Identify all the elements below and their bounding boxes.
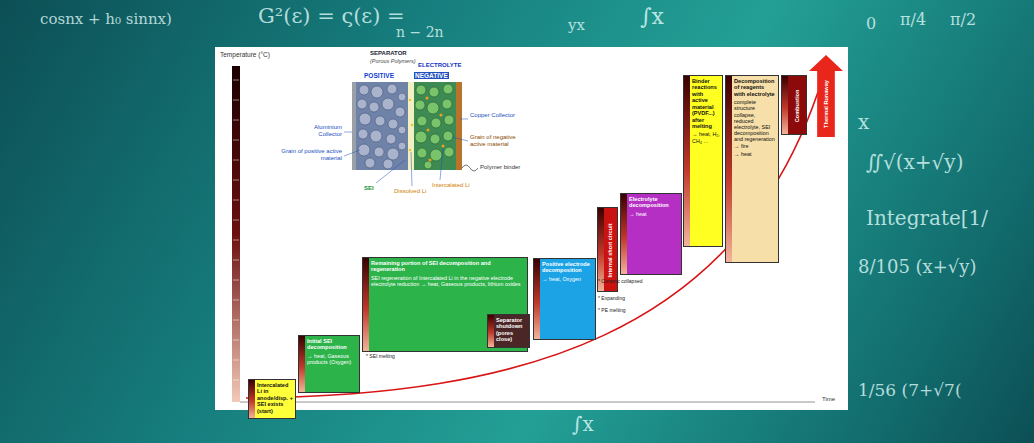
chalkboard-formula: n − 2n — [396, 24, 444, 40]
part-label: Grain of positive active material — [276, 148, 342, 161]
stage-title: Decomposition of reagents with electroly… — [734, 78, 776, 97]
chalkboard-formula: yx — [568, 16, 585, 34]
chalkboard-formula: cosnx + h₀ sinnx) — [40, 10, 172, 28]
axis-ticks — [233, 80, 239, 380]
part-label: NEGATIVE — [414, 72, 449, 79]
part-label: (Porous Polymers) — [370, 58, 416, 64]
part-label: Intercalated Li — [432, 182, 472, 189]
chalkboard-formula: ∫x — [572, 412, 594, 436]
part-label: Aluminium Collector — [290, 124, 342, 137]
stage-detail: → heat, Gaseous products (Oxygen) — [307, 353, 357, 365]
chalkboard-formula: x — [858, 110, 869, 134]
part-label: Time — [822, 396, 835, 403]
part-label: * PE melting — [598, 308, 626, 314]
thermal-runaway-arrow: Thermal Runaway — [809, 55, 843, 137]
stage-box: Combustion — [781, 75, 807, 135]
axis-bar — [232, 66, 240, 402]
stage-title: Initial SEI decomposition — [307, 338, 357, 351]
stage-title: Binder reactions with active material (P… — [692, 78, 720, 129]
chalkboard-formula: Integrate[1/ — [866, 206, 988, 230]
stage-title: Remaining portion of SEI decomposition a… — [371, 260, 525, 273]
stage-box: Separator shutdown (pores close) — [487, 314, 530, 348]
part-label: Dissolved Li — [394, 188, 428, 195]
part-label: POSITIVE — [364, 72, 394, 79]
part-label: Polymer binder — [480, 164, 524, 171]
chalkboard-formula: π/2 — [950, 10, 976, 29]
time-axis — [240, 402, 815, 403]
part-label: Copper Collector — [470, 112, 516, 119]
arrow-shape — [809, 55, 843, 137]
stage-title: Combustion — [786, 78, 808, 134]
part-label: * Ceramic collapsed — [598, 279, 642, 285]
chalkboard-formula: π/4 — [900, 10, 926, 29]
stage-detail: → heat, H₂, CH₄ ... — [692, 131, 720, 143]
stage-title: Positive electrode decomposition — [542, 261, 593, 274]
stage-detail: → heat — [734, 151, 776, 157]
part-label: SEPARATOR — [370, 50, 407, 57]
stage-title: Electrolyte decomposition — [629, 196, 679, 209]
battery-cell — [352, 82, 478, 171]
part-label: * Expanding — [598, 296, 625, 302]
part-label: * SEI melting — [366, 354, 395, 360]
chalkboard-formula: 1/56 (7+√7( — [858, 380, 962, 400]
stage-detail: → heat — [629, 211, 679, 217]
stage-title: Intercalated Li in anode/disp. + SEI exi… — [257, 382, 293, 414]
part-label: ELECTROLYTE — [418, 62, 461, 69]
stage-box: Positive electrode decomposition → heat, … — [533, 258, 596, 340]
chalkboard-formula: ∬√(x+√y) — [866, 150, 963, 174]
stage-detail: SEI regeneration of Intercalated Li in t… — [371, 275, 525, 287]
part-label: Grain of negative active material — [470, 134, 530, 147]
stage-title: Thermal Runaway — [815, 74, 837, 134]
stage-detail: → heat, Oxygen — [542, 276, 593, 282]
stage-box: Binder reactions with active material (P… — [683, 75, 723, 247]
chalkboard-formula: G²(ε) = ς(ε) = — [258, 4, 405, 28]
chalkboard-formula: 0 — [866, 14, 876, 33]
part-label: SEI — [364, 185, 374, 192]
stage-box: Electrolyte decomposition → heat — [620, 193, 682, 275]
stage-box: Decomposition of reagents with electroly… — [725, 75, 779, 263]
chalkboard-formula: 8/105 (x+√y) — [858, 256, 977, 277]
stage-title: Separator shutdown (pores close) — [496, 317, 527, 343]
chalkboard-formula: ∫x — [640, 4, 664, 29]
part-label: Temperature (°C) — [220, 51, 270, 58]
stage-box: Initial SEI decomposition → heat, Gaseous… — [298, 335, 360, 393]
stage-detail: complete structure collapse, reduced ele… — [734, 99, 776, 149]
stage-box: Intercalated Li in anode/disp. + SEI exi… — [248, 379, 296, 419]
leader-lines — [344, 119, 468, 186]
